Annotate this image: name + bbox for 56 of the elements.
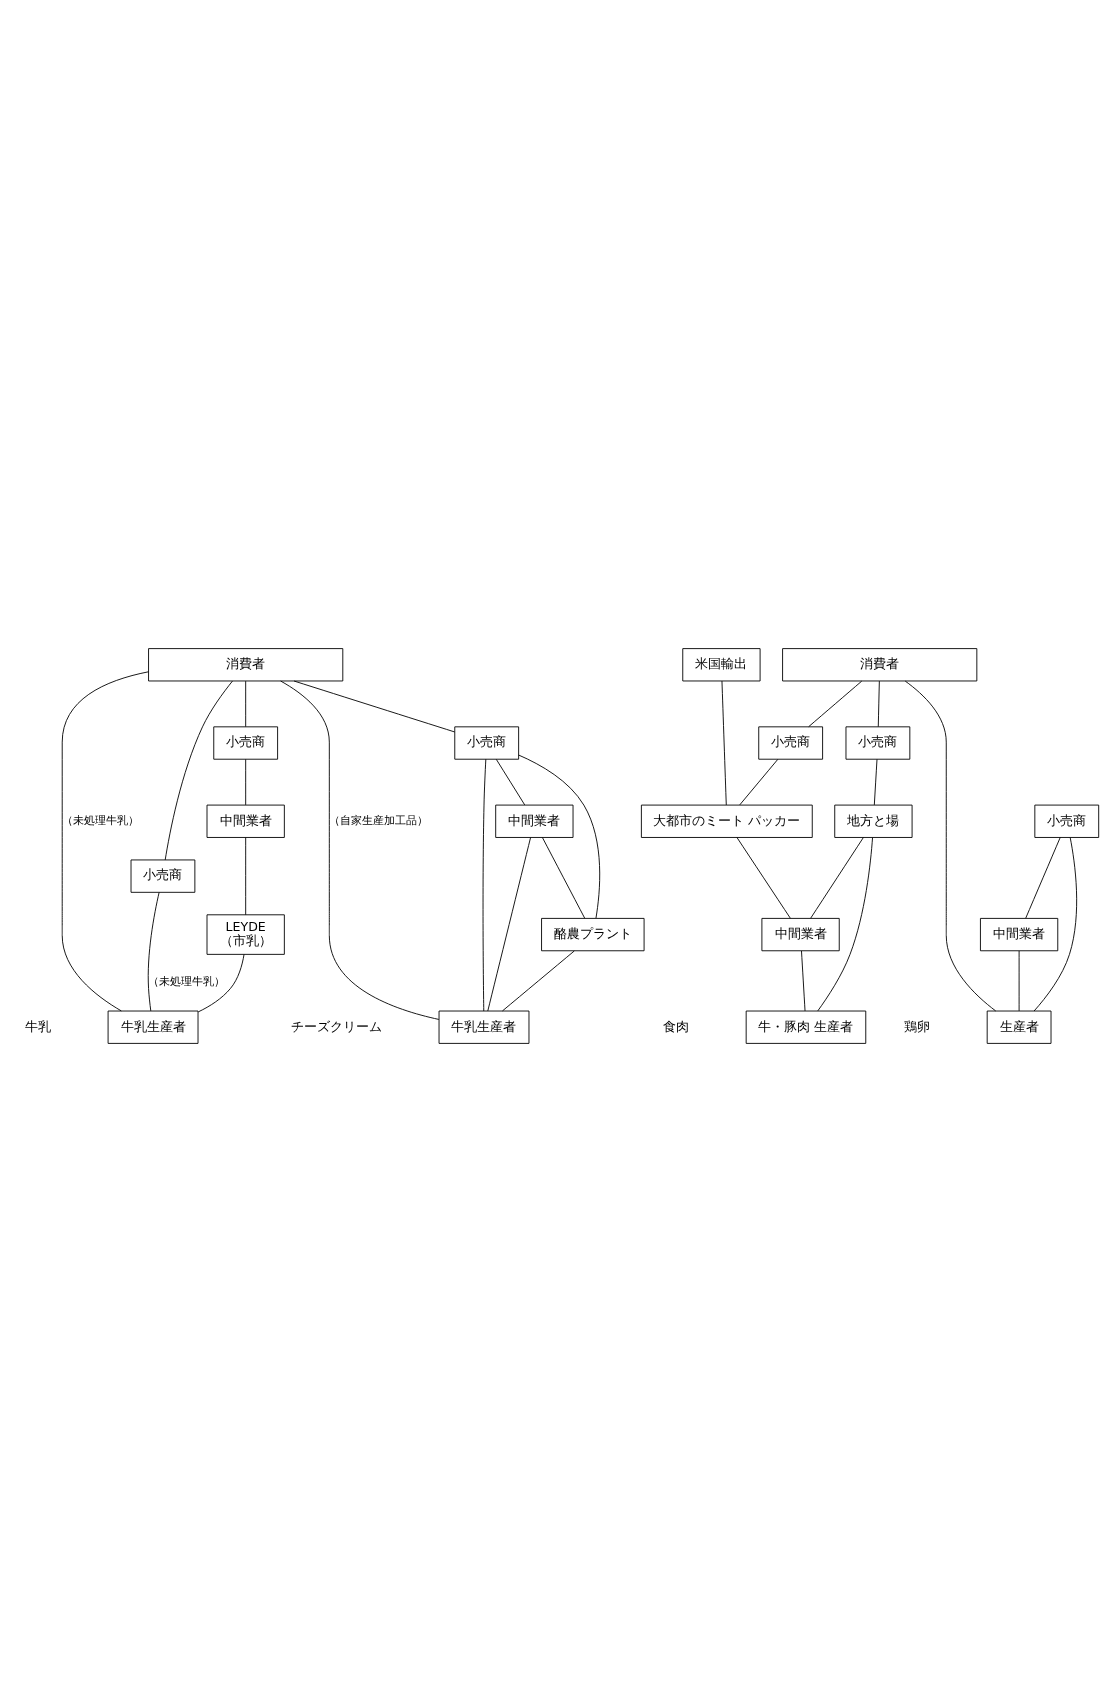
node-box: 消費者 (148, 647, 344, 681)
node-box: 酪農プラント (541, 917, 645, 951)
node-box: 小売商 (213, 725, 279, 760)
connector (245, 836, 247, 915)
connector (487, 836, 531, 1011)
node-box: 牛乳生産者 (438, 1010, 530, 1044)
label: チーズクリーム (291, 1018, 383, 1034)
edge-label: （未処理牛乳） (61, 813, 139, 827)
label: 食肉 (662, 1018, 689, 1034)
node-box: 生産者 (986, 1010, 1052, 1044)
node-box: LEYDE （市乳） (206, 913, 285, 955)
connector (1025, 836, 1061, 919)
connector (1033, 836, 1078, 1011)
connector (736, 836, 791, 919)
connector (197, 953, 245, 1012)
node-box: 小売商 (454, 725, 520, 760)
connector (495, 758, 526, 805)
connector (518, 754, 601, 919)
edge-label: （未処理牛乳） (148, 974, 226, 988)
connector (482, 758, 487, 1011)
connector (245, 680, 247, 727)
edge-label: （自家生産加工品） (328, 813, 428, 827)
node-box: 小売商 (1034, 804, 1100, 838)
connector (877, 680, 880, 727)
connector (1018, 950, 1020, 1011)
node-box: 牛乳生産者 (107, 1010, 199, 1044)
connector (721, 680, 727, 805)
node-box: 中間業者 (206, 804, 285, 838)
connector (502, 950, 575, 1011)
connector (293, 680, 456, 732)
connector (245, 758, 247, 805)
label: 牛乳 (24, 1018, 51, 1034)
connector (810, 836, 864, 919)
node-box: 米国輸出 (682, 647, 761, 681)
node-box: 牛・豚肉 生産者 (745, 1010, 867, 1044)
connector (808, 680, 863, 727)
node-box: 小売商 (845, 725, 911, 760)
node-box: 中間業者 (761, 917, 840, 951)
connector (904, 680, 997, 1011)
node-box: 大都市のミート パッカー (640, 804, 813, 838)
connector (801, 950, 806, 1011)
node-box: 小売商 (130, 859, 196, 893)
node-box: 中間業者 (979, 917, 1059, 951)
node-box: 中間業者 (495, 804, 574, 838)
connector (541, 836, 586, 919)
connector (817, 836, 873, 1011)
connector (61, 670, 149, 1011)
connector (147, 891, 160, 1011)
connector (164, 680, 233, 860)
connector (280, 680, 440, 1020)
node-box: 小売商 (758, 725, 824, 760)
node-box: 地方と場 (834, 804, 913, 838)
connector (739, 758, 779, 805)
connector (873, 758, 878, 805)
node-box: 消費者 (782, 647, 978, 681)
label: 鶏卵 (903, 1018, 930, 1034)
